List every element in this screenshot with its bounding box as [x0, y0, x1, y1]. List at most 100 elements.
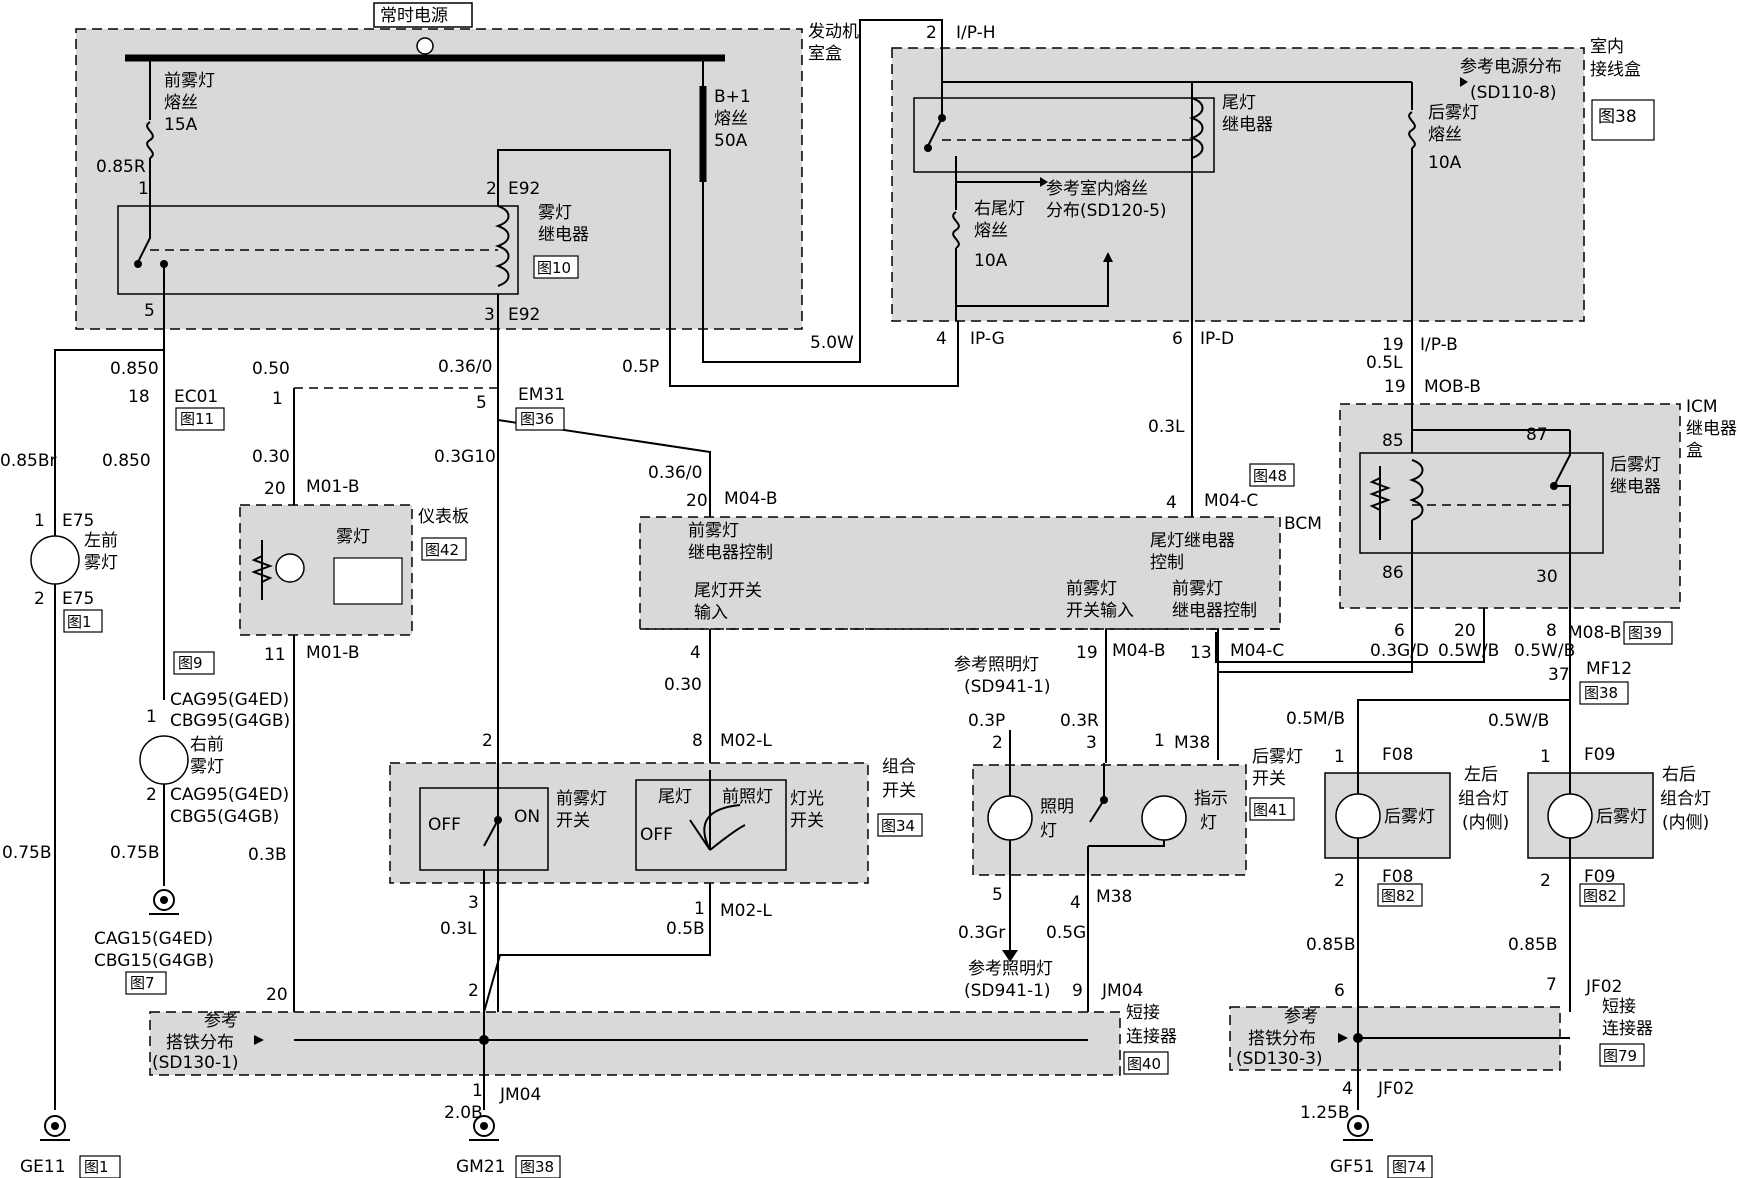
wire-label: 0.3B [248, 845, 287, 865]
jm04-joint-box [149, 1011, 1121, 1076]
wire-label: 0.5W/B [1438, 641, 1499, 661]
ground-gm21-ref: 图38 [520, 1158, 554, 1176]
pin: 2 [1334, 871, 1345, 891]
wire-label: 0.3Gr [958, 923, 1005, 943]
rear-fog-switch-label: 后雾灯 [1252, 747, 1303, 767]
rear-fog-fuse-label: 后雾灯 [1428, 103, 1479, 123]
bcm-front-switch: 前雾灯 [1066, 579, 1117, 599]
indicator-label2: 灯 [1200, 813, 1217, 833]
conn-ec01: EC01 [174, 387, 218, 407]
indoor-ref: 图38 [1598, 107, 1637, 127]
conn-m02l-top: M02-L [720, 731, 772, 751]
icm-dot [1550, 482, 1558, 490]
left-front-fog-label2: 雾灯 [84, 553, 118, 573]
wire-label: 0.85B [1306, 935, 1356, 955]
tail-relay-dot2 [924, 144, 932, 152]
ground-gf51-label: GF51 [1330, 1157, 1375, 1177]
wire-label: 0.850 [110, 359, 159, 379]
pin: 18 [128, 387, 150, 407]
fog-switch-on: ON [514, 807, 540, 827]
pin: 85 [1382, 431, 1404, 451]
wire-label: 5.0W [810, 333, 854, 353]
pin: 37 [1548, 665, 1570, 685]
indoor-fuse-ref2: 分布(SD120-5) [1046, 201, 1167, 221]
ground-gm21-ref-frame [515, 1155, 561, 1178]
ground-ref-2a: 参考 [1284, 1007, 1318, 1027]
conn-ipg: IP-G [970, 329, 1005, 349]
conn-jm04-top: JM04 [1101, 981, 1143, 1001]
indicator-lamp-icon-2 [1141, 795, 1187, 841]
pin: 4 [1070, 893, 1081, 913]
wire-icm-rear-switch [1217, 608, 1413, 760]
bcm-front-relay-out: 前雾灯 [1172, 579, 1223, 599]
wire-label: 0.5M/B [1286, 709, 1345, 729]
fog-switch-label2: 开关 [556, 811, 590, 831]
lighting-ref-2: 参考照明灯 [968, 959, 1053, 979]
wire-label: 0.5L [1366, 353, 1403, 373]
rear-fog-relay-label: 后雾灯 [1610, 455, 1661, 475]
pin: 4 [1166, 493, 1177, 513]
jf02-label2: 连接器 [1602, 1019, 1653, 1039]
conn-m02l-bot: M02-L [720, 901, 772, 921]
engine-compartment-box [75, 28, 803, 330]
title-frame [373, 2, 473, 28]
jf02-ref: 图79 [1603, 1047, 1637, 1065]
pin: 1 [1540, 747, 1551, 767]
right-rear-ref-frame [1579, 883, 1625, 907]
pin: 20 [1454, 621, 1476, 641]
fog-relay-contact-dot [134, 260, 142, 268]
wire-label: 0.3P [968, 711, 1005, 731]
fig38b-frame [1579, 681, 1629, 705]
right-rear-lamp-name: 后雾灯 [1596, 807, 1647, 827]
fog-switch-label: 前雾灯 [556, 789, 607, 809]
pin: 19 [1076, 643, 1098, 663]
right-front-fog-lamp-icon [139, 735, 189, 785]
bcm-front-relay-ctrl: 前雾灯 [688, 521, 739, 541]
left-front-fog-label: 左前 [84, 531, 118, 551]
icm-relay-box [1339, 403, 1681, 609]
wire-label: 0.3G10 [434, 447, 496, 467]
pin: 3 [468, 893, 479, 913]
right-rear-fog-lamp-icon [1547, 793, 1593, 839]
b1-fuse-label2: 熔丝 [714, 109, 748, 129]
indoor-box-label: 室内 [1590, 37, 1624, 57]
wire-05p [497, 149, 959, 387]
engine-box-label: 发动机 [808, 22, 859, 42]
engine-box-label2: 室盒 [808, 44, 842, 64]
pin: 2 [1540, 871, 1551, 891]
arrow-power-dist [1460, 77, 1468, 87]
rear-fog-fuse-label2: 熔丝 [1428, 125, 1462, 145]
pin: 6 [1334, 981, 1345, 1001]
conn-mf12: MF12 [1586, 659, 1632, 679]
light-switch-head: 前照灯 [722, 787, 773, 807]
icm-label3: 盒 [1686, 441, 1703, 461]
conn-m04c-top: M04-C [1204, 491, 1258, 511]
ground-gm21-label: GM21 [456, 1157, 505, 1177]
wire-5w-iph [702, 19, 943, 363]
conn-f08-top: F08 [1382, 745, 1413, 765]
conn-m38-bot: M38 [1096, 887, 1132, 907]
page-title: 常时电源 [380, 6, 448, 26]
illumination-lamp-icon [987, 795, 1033, 841]
illumination-label: 照明 [1040, 797, 1074, 817]
indoor-box-label2: 接线盒 [1590, 60, 1641, 80]
light-switch-off: OFF [640, 825, 673, 845]
fig11-frame [175, 407, 225, 431]
fog-relay-frame [117, 205, 519, 295]
fog-symbol-icon [333, 557, 403, 605]
pin: 5 [992, 885, 1003, 905]
pin: 8 [1546, 621, 1557, 641]
tail-relay-label2: 继电器 [1222, 115, 1273, 135]
front-fog-fuse-rating: 15A [164, 115, 198, 135]
wire-label: 0.5B [666, 919, 705, 939]
left-rear-label2: 组合灯 [1458, 789, 1509, 809]
resistor-icon-2 [251, 540, 273, 600]
tail-relay-frame [913, 97, 1215, 173]
front-fog-fuse-label2: 熔丝 [164, 93, 198, 113]
fog-relay-coil-icon [495, 205, 510, 287]
wire-indicator-gnd [1088, 840, 1165, 847]
ground-ref-1b: 搭铁分布 [166, 1033, 234, 1053]
fig38b-ref: 图38 [1584, 684, 1618, 702]
right-front-fog-label: 右前 [190, 735, 224, 755]
icm-label2: 继电器 [1686, 419, 1737, 439]
